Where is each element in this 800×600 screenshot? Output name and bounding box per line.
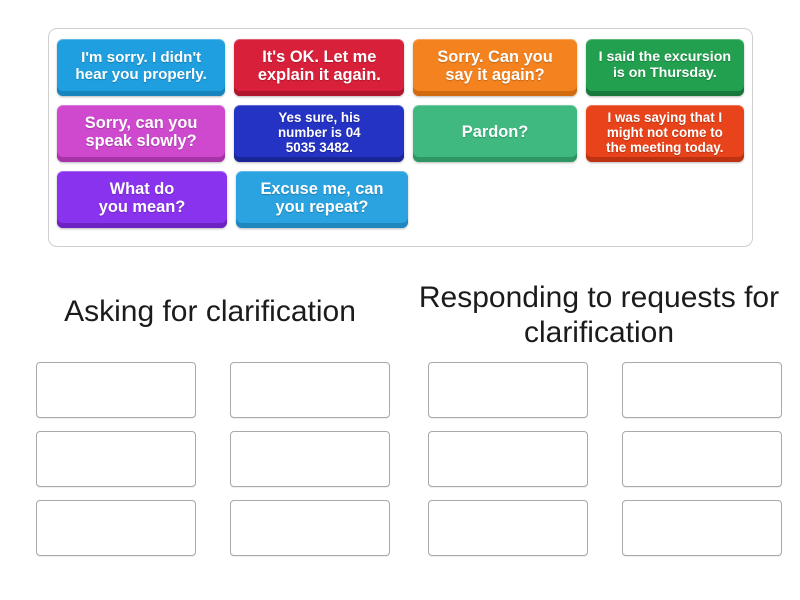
dropzone[interactable]	[36, 362, 196, 418]
dropzone[interactable]	[230, 362, 390, 418]
tile-row: I'm sorry. I didn't hear you properly. It…	[57, 39, 744, 96]
tile-excuse-me-can-you-repeat[interactable]: Excuse me, can you repeat?	[236, 171, 408, 228]
tile-what-do-you-mean[interactable]: What do you mean?	[57, 171, 227, 228]
tile-yes-sure-his-number[interactable]: Yes sure, his number is 04 5035 3482.	[234, 105, 405, 162]
category-heading-responding-to-requests: Responding to requests for clarification	[418, 281, 780, 350]
dropzone[interactable]	[230, 500, 390, 556]
dropzone[interactable]	[428, 431, 588, 487]
tile-label: I said the excursion is on Thursday.	[598, 49, 732, 81]
tile-im-sorry-didnt-hear[interactable]: I'm sorry. I didn't hear you properly.	[57, 39, 226, 96]
tile-label: What do you mean?	[98, 179, 186, 216]
tile-i-was-saying-might-not-come[interactable]: I was saying that I might not come to th…	[585, 105, 744, 162]
tile-sorry-speak-slowly[interactable]: Sorry, can you speak slowly?	[57, 105, 226, 162]
tile-label: Sorry. Can you say it again?	[437, 47, 553, 84]
dropzone[interactable]	[36, 500, 196, 556]
dropzone[interactable]	[622, 362, 782, 418]
tile-sorry-can-you-say-again[interactable]: Sorry. Can you say it again?	[413, 39, 577, 96]
dropzone-grid-responding-to-requests	[428, 362, 782, 556]
tile-label: It's OK. Let me explain it again.	[257, 47, 381, 84]
tile-i-said-the-excursion[interactable]: I said the excursion is on Thursday.	[585, 39, 744, 96]
dropzone[interactable]	[428, 362, 588, 418]
tile-rows: I'm sorry. I didn't hear you properly. It…	[57, 39, 744, 228]
tile-label: Sorry, can you speak slowly?	[84, 113, 198, 150]
dropzone[interactable]	[622, 500, 782, 556]
dropzone[interactable]	[428, 500, 588, 556]
tile-label: I was saying that I might not come to th…	[606, 109, 724, 155]
tile-label: Yes sure, his number is 04 5035 3482.	[278, 109, 361, 155]
tile-row: Sorry, can you speak slowly? Yes sure, hi…	[57, 105, 744, 162]
dropzone[interactable]	[36, 431, 196, 487]
dropzone[interactable]	[622, 431, 782, 487]
tile-pardon[interactable]: Pardon?	[413, 105, 577, 162]
tile-tray: I'm sorry. I didn't hear you properly. It…	[48, 28, 753, 247]
tile-label: Excuse me, can you repeat?	[260, 179, 384, 216]
dropzone[interactable]	[230, 431, 390, 487]
tile-label: I'm sorry. I didn't hear you properly.	[75, 48, 207, 83]
tile-row: What do you mean? Excuse me, can you repe…	[57, 171, 744, 228]
tile-its-ok-let-me-explain[interactable]: It's OK. Let me explain it again.	[234, 39, 405, 96]
category-heading-asking-for-clarification: Asking for clarification	[64, 295, 356, 328]
dropzone-grid-asking-for-clarification	[36, 362, 390, 556]
tile-label: Pardon?	[461, 122, 529, 141]
